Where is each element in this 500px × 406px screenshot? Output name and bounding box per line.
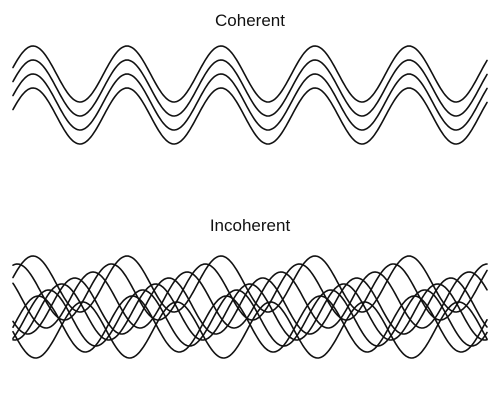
incoherent-wave-6 <box>12 289 488 347</box>
incoherent-wave-8 <box>12 301 488 359</box>
incoherent-waves <box>12 255 488 359</box>
coherent-waves <box>12 45 488 145</box>
incoherent-wave-4 <box>12 277 488 335</box>
coherent-wave-2 <box>12 59 488 117</box>
incoherent-wave-1 <box>12 255 488 313</box>
coherent-wave-1 <box>12 45 488 103</box>
incoherent-wave-5 <box>12 283 488 341</box>
incoherent-title: Incoherent <box>209 216 291 235</box>
incoherent-wave-3 <box>12 271 488 329</box>
coherent-wave-4 <box>12 87 488 145</box>
coherent-title: Coherent <box>215 11 285 30</box>
incoherent-wave-2 <box>12 263 488 321</box>
coherent-wave-3 <box>12 73 488 131</box>
